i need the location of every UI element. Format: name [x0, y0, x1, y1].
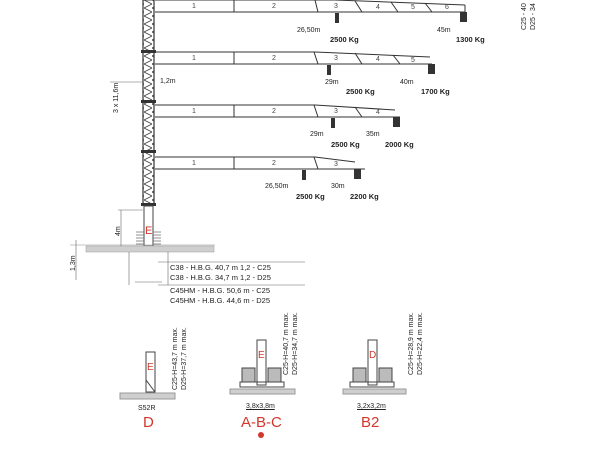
dimension-lines [75, 81, 305, 286]
jib4-seg1: 1 [192, 160, 196, 167]
jib1-mid-load: 2500 Kg [330, 35, 359, 44]
jib3-tip-load: 2000 Kg [385, 140, 414, 149]
jib-45m [155, 0, 466, 13]
jib3-seg2: 2 [272, 108, 276, 115]
base-d-height-d25: D25-H=37,7 m max. [181, 327, 188, 390]
jib3-seg3: 3 [334, 108, 338, 115]
base-b2-section-letter: D [369, 350, 377, 361]
jib1-seg3: 3 [334, 3, 338, 10]
jib4-tip-load: 2200 Kg [350, 192, 379, 201]
base-d-drawing [119, 351, 176, 400]
tower-mast [136, 0, 161, 247]
base-d-section-letter: E [147, 362, 154, 373]
jib1-seg4: 4 [376, 4, 380, 11]
jib2-mid-load: 2500 Kg [346, 87, 375, 96]
base-d-height-c25: C25-H=43,7 m max. [172, 327, 179, 390]
spec-line: C45HM - H.B.G. 50,6 m - C25 [170, 286, 271, 295]
top-right-label-c25: C25 - 40 [521, 3, 528, 30]
jib-35m [155, 104, 400, 118]
jib-40m [155, 51, 432, 65]
jib2-tip-load: 1700 Kg [421, 87, 450, 96]
base-height-label: 4m [115, 226, 122, 236]
foundation-depth-label: 1,3m [70, 255, 77, 271]
jib1-seg5: 5 [411, 4, 415, 11]
mast-offset-label: 1,2m [160, 78, 176, 85]
jib1-mid-radius: 26,50m [297, 27, 321, 34]
base-d-code: D [143, 414, 154, 431]
jib3-seg1: 1 [192, 108, 196, 115]
base-abc-height-c25: C25-H=40,7 m max. [283, 312, 290, 375]
red-dot-marker [258, 432, 264, 438]
jib2-seg1: 1 [192, 55, 196, 62]
spec-line: C45HM - H.B.G. 44,6 m - D25 [170, 296, 271, 305]
base-d-sublabel: S52R [138, 405, 156, 412]
base-abc-sublabel: 3,8x3,8m [246, 403, 275, 410]
jib-30m [155, 156, 365, 170]
mast-height-label: 3 x 11,6m [113, 82, 120, 113]
base-abc-section-letter: E [258, 350, 265, 361]
jib2-mid-radius: 29m [325, 79, 339, 86]
mast-base-letter: E [145, 225, 153, 237]
base-b2-height-c25: C25-H=28,9 m max. [408, 312, 415, 375]
hook-icons [302, 12, 467, 180]
top-right-label-d25: D25 - 34 [530, 3, 537, 30]
jib4-seg2: 2 [272, 160, 276, 167]
jib4-mid-load: 2500 Kg [296, 192, 325, 201]
jib1-seg2: 2 [272, 3, 276, 10]
spec-line: C38 - H.B.G. 34,7 m 1,2 - D25 [170, 273, 271, 282]
ground-slab [85, 245, 215, 253]
jib1-seg6: 6 [445, 4, 449, 11]
jib3-mid-load: 2500 Kg [331, 140, 360, 149]
jib2-seg2: 2 [272, 55, 276, 62]
jib3-seg4: 4 [376, 109, 380, 116]
jib2-seg5: 5 [411, 57, 415, 64]
jib4-seg3: 3 [334, 161, 338, 168]
base-b2-code: B2 [361, 414, 380, 431]
jib1-seg1: 1 [192, 3, 196, 10]
jib3-tip-radius: 35m [366, 131, 380, 138]
base-abc-height-d25: D25-H=34,7 m max. [292, 312, 299, 375]
jib3-mid-radius: 29m [310, 131, 324, 138]
jib4-tip-radius: 30m [331, 183, 345, 190]
spec-line: C38 - H.B.G. 40,7 m 1,2 - C25 [170, 263, 271, 272]
base-b2-sublabel: 3,2x3,2m [357, 403, 386, 410]
base-abc-code: A-B-C [241, 414, 282, 431]
jib2-seg4: 4 [376, 56, 380, 63]
base-b2-height-d25: D25-H=22,4 m max. [417, 312, 424, 375]
jib4-mid-radius: 26,50m [265, 183, 289, 190]
jib2-tip-radius: 40m [400, 79, 414, 86]
spec-list: C38 - H.B.G. 40,7 m 1,2 - C25 C38 - H.B.… [170, 263, 271, 306]
jib1-tip-load: 1300 Kg [456, 35, 485, 44]
jib2-seg3: 3 [334, 55, 338, 62]
jib1-tip-radius: 45m [437, 27, 451, 34]
base-abc-drawing [229, 339, 296, 395]
base-b2-drawing [342, 339, 407, 395]
